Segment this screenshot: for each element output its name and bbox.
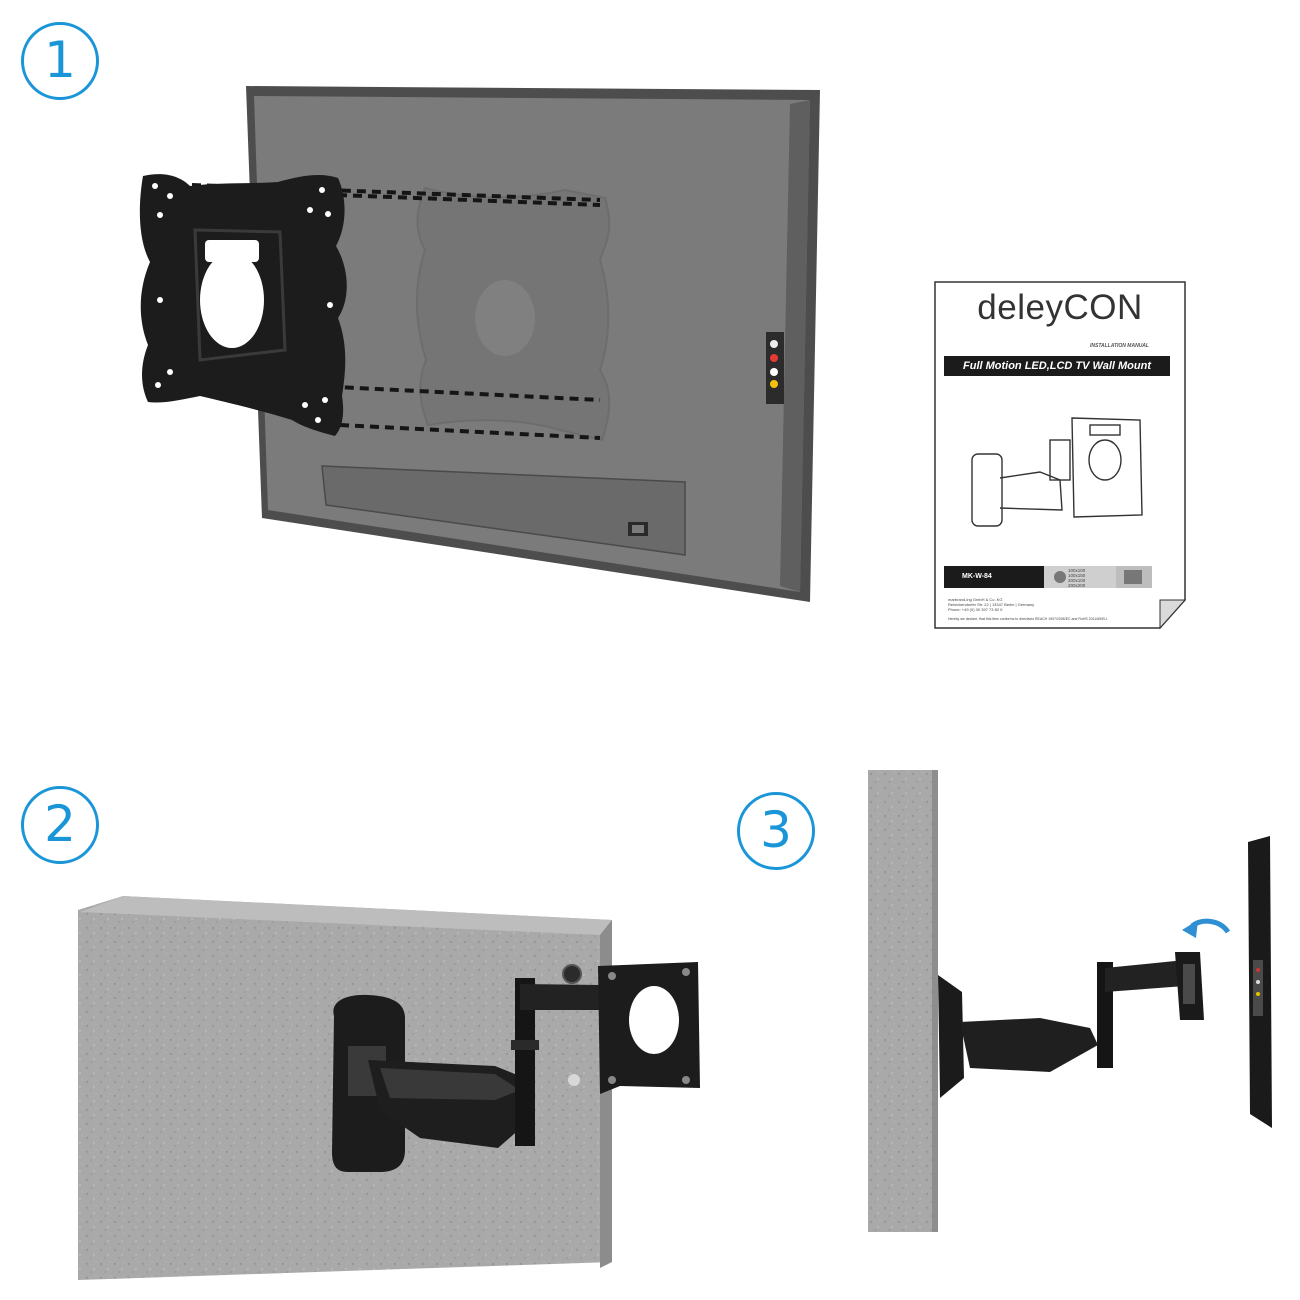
manual-address-line: marbrand-ing GmbH & Co. KG: [948, 597, 1003, 602]
manual-declaration: Hereby we declare, that this item confor…: [948, 617, 1108, 621]
wall-mount-arm-step2: [332, 962, 700, 1172]
manual-title: Full Motion LED,LCD TV Wall Mount: [944, 356, 1170, 376]
av-ports-icon: [766, 332, 784, 404]
manual-vesa-size: 200x100: [1068, 578, 1086, 583]
manual-subtitle: INSTALLATION MANUAL: [1090, 343, 1149, 349]
wall-column-step3: [868, 770, 938, 1232]
manual-vesa-size: 100x100: [1068, 568, 1086, 573]
manual-model: MK-W-84: [962, 573, 992, 580]
manual-address-line: Phone: +49 (0) 30 397 73 82 0: [948, 607, 1003, 612]
step-3-badge: 3: [737, 792, 815, 870]
manual-brand: deleyCON: [977, 288, 1143, 327]
power-socket-icon: [628, 522, 648, 536]
manual-vesa-size: 100x150: [1068, 573, 1086, 578]
wall-mount-arm-step3: [938, 836, 1272, 1128]
bracket-plate-icon: [139, 174, 347, 436]
tv-back-panel: [246, 86, 820, 602]
manual-mount-drawing: [971, 417, 1143, 527]
manual-vesa-size: 200x200: [1068, 583, 1086, 588]
rotate-arrow-icon: [1182, 918, 1231, 938]
step-2-badge: 2: [21, 786, 99, 864]
step-1-badge: 1: [21, 22, 99, 100]
manual-address: marbrand-ing GmbH & Co. KG Reinickendorf…: [948, 597, 1138, 612]
manual-address-line: Reinickendorfer Str. 22 | 13347 Berlin |…: [948, 602, 1035, 607]
ghost-bracket-outline: [415, 186, 611, 442]
